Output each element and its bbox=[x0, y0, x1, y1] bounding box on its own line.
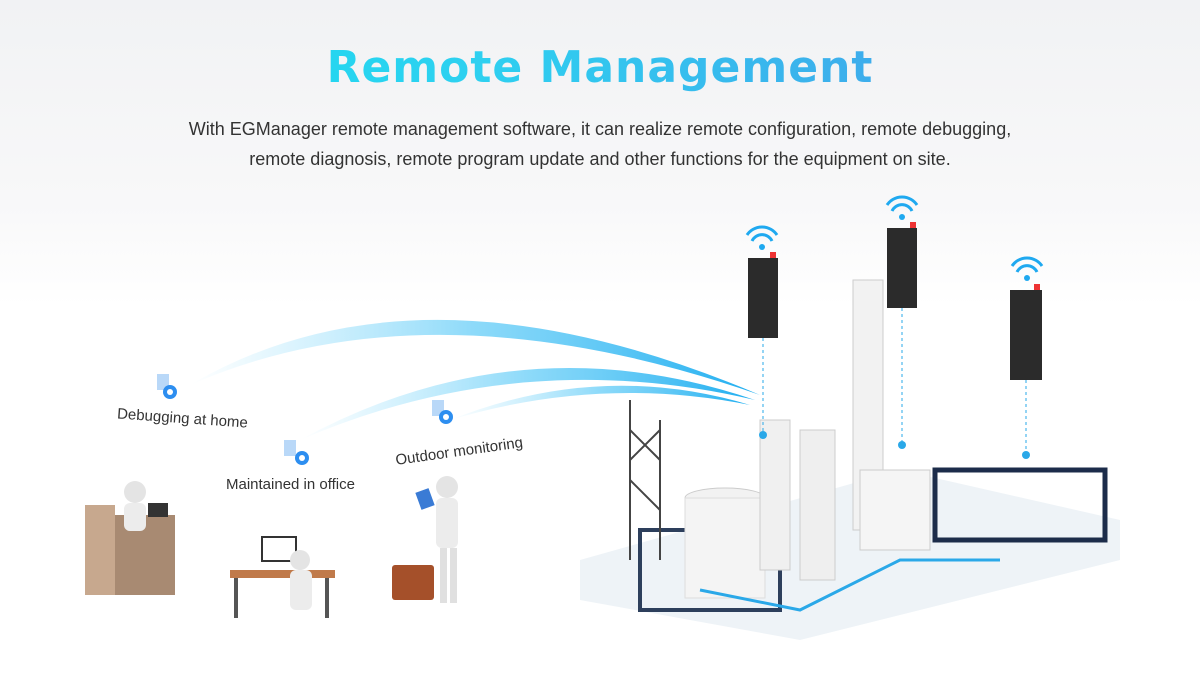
industrial-plant bbox=[580, 279, 1120, 640]
outdoor-scene bbox=[392, 476, 458, 603]
wifi-icon bbox=[1010, 256, 1044, 273]
gear-config-icon-home bbox=[157, 374, 177, 399]
signal-arc-home bbox=[190, 319, 760, 395]
page-title: Remote Management bbox=[0, 42, 1200, 93]
wifi-icon bbox=[745, 225, 779, 242]
signal-arc-office bbox=[300, 368, 755, 440]
scenario-label-office: Maintained in office bbox=[226, 476, 355, 493]
gateway-device-1 bbox=[745, 225, 779, 439]
description-line-1: With EGManager remote management softwar… bbox=[188, 119, 1012, 139]
signal-arc-outdoor bbox=[450, 385, 750, 420]
description: With EGManager remote management softwar… bbox=[0, 114, 1200, 174]
gear-config-icon-outdoor bbox=[432, 400, 453, 424]
gateway-device-3 bbox=[1010, 256, 1044, 459]
gear-config-icon-office bbox=[284, 440, 309, 465]
home-scene bbox=[85, 481, 175, 595]
description-line-2: remote diagnosis, remote program update … bbox=[249, 149, 951, 169]
gateway-device-2 bbox=[885, 195, 919, 449]
office-scene bbox=[230, 536, 335, 618]
wifi-icon bbox=[885, 195, 919, 212]
